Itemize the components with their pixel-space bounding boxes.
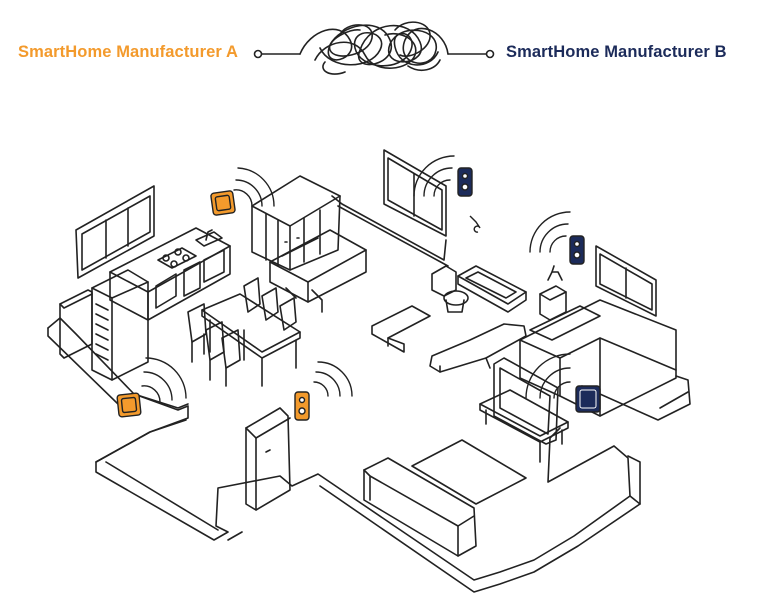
floor-plan — [47, 195, 691, 593]
wall-hook — [469, 215, 481, 233]
bottom-sofa — [363, 457, 477, 557]
device-b-tv-hub-icon — [575, 385, 601, 413]
lamp-table — [539, 265, 567, 321]
device-a-kitchen-lower-icon — [116, 392, 142, 418]
bed — [269, 229, 367, 313]
coffee-table — [411, 439, 527, 505]
fridge — [91, 269, 149, 381]
manufacturer-b-devices — [457, 167, 601, 413]
wardrobe — [251, 175, 341, 271]
window-living — [595, 245, 657, 317]
manufacturer-b-label: SmartHome Manufacturer B — [506, 43, 727, 61]
window-kitchen — [75, 185, 155, 279]
device-b-living-speaker-icon — [569, 235, 585, 265]
device-a-kitchen-wall-icon — [210, 190, 236, 216]
bathtub — [457, 265, 527, 313]
television — [493, 357, 559, 445]
tv-stand — [479, 389, 569, 463]
kitchen-counter — [109, 227, 231, 321]
dining-table — [187, 277, 301, 387]
kitchen-left-counter — [59, 289, 93, 359]
device-a-door-sensor-icon — [294, 391, 310, 421]
manufacturer-a-devices — [116, 190, 310, 421]
window-bedroom — [383, 149, 447, 237]
tangled-cable — [253, 21, 495, 75]
toilet — [431, 265, 469, 313]
device-b-bedroom-speaker-icon — [457, 167, 473, 197]
manufacturer-a-label: SmartHome Manufacturer A — [18, 43, 239, 61]
